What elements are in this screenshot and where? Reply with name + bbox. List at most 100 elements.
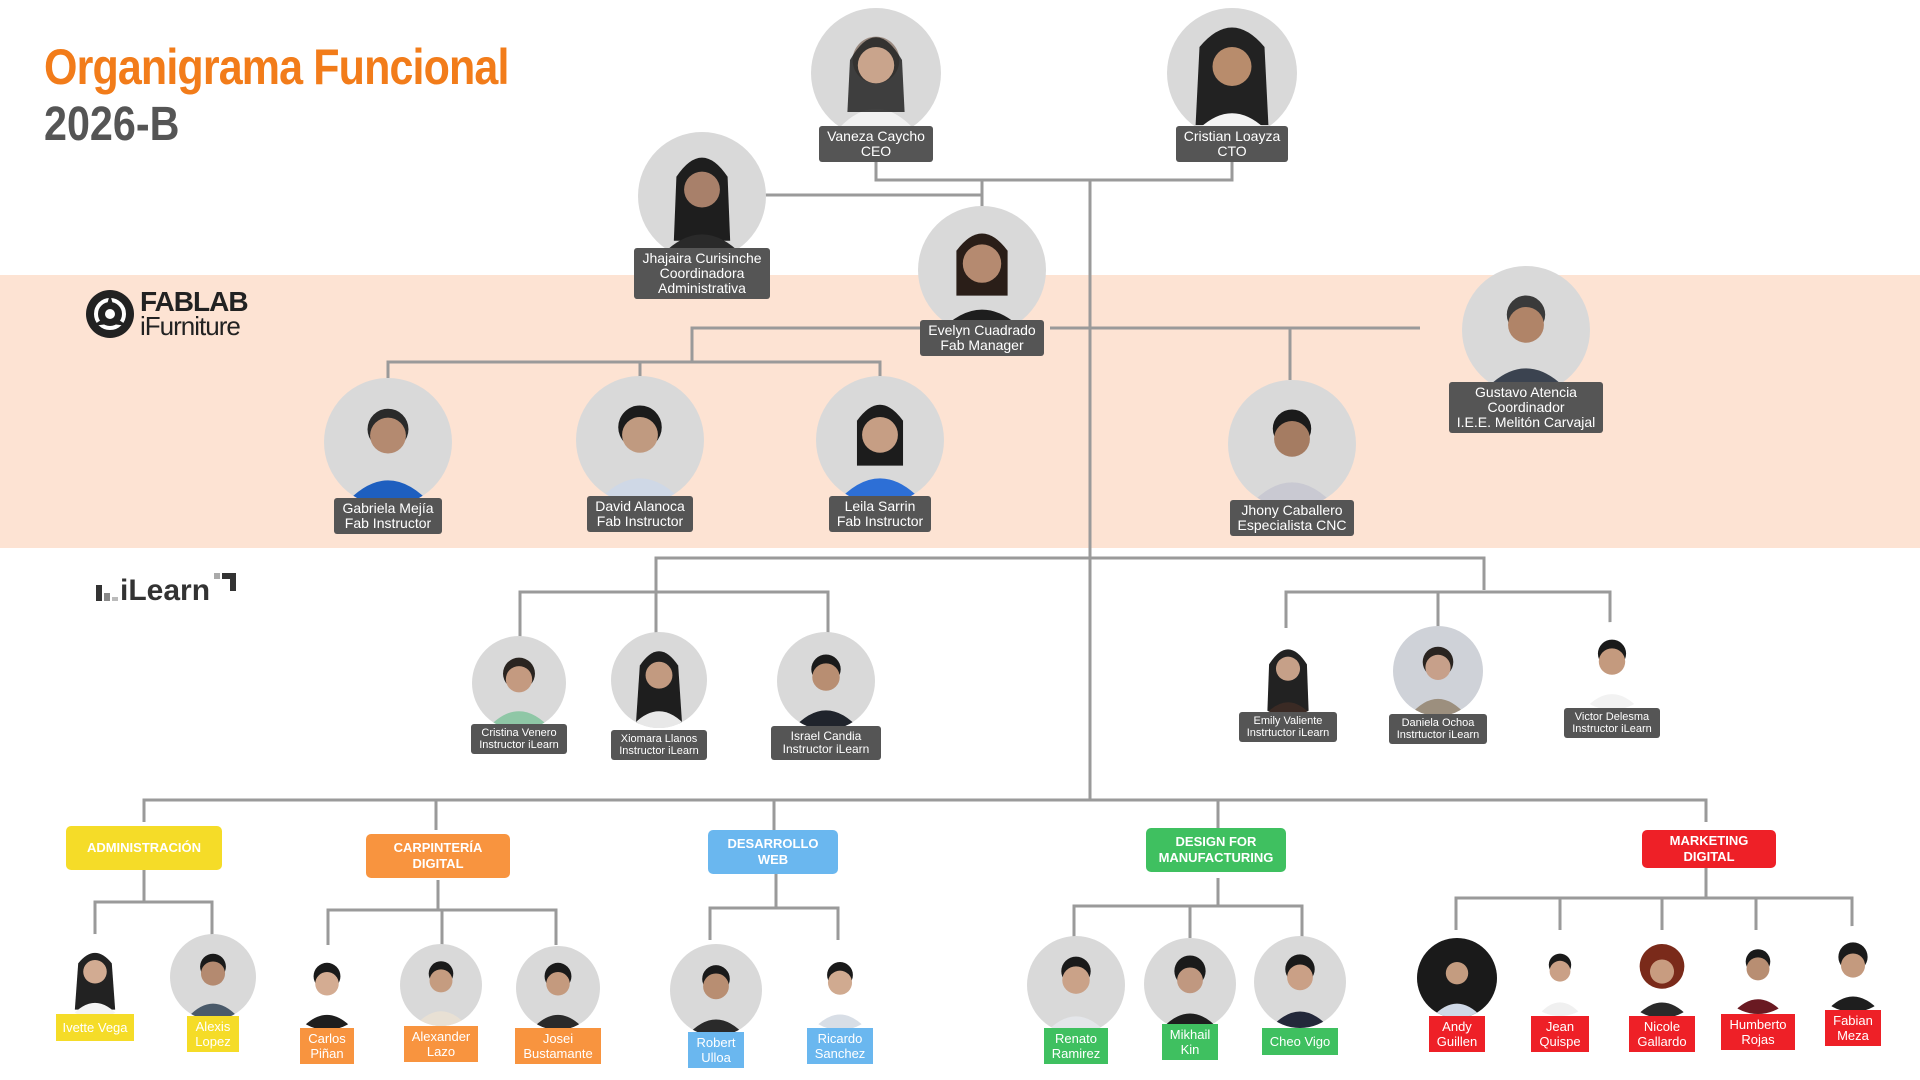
avatar xyxy=(816,376,944,504)
avatar xyxy=(1144,938,1236,1030)
person-card-ilearn-instructor[interactable]: Emily Valiente Instrtuctor iLearn xyxy=(1226,630,1350,742)
person-label: Evelyn Cuadrado Fab Manager xyxy=(920,320,1044,356)
person-label: Xiomara Llanos Instructor iLearn xyxy=(611,730,707,760)
person-card-ilearn-instructor[interactable]: Israel Candia Instructor iLearn xyxy=(758,632,894,760)
avatar xyxy=(324,378,452,506)
member-label: Fabian Meza xyxy=(1825,1010,1881,1046)
member-label: Mikhail Kin xyxy=(1161,1024,1219,1060)
avatar xyxy=(576,376,704,504)
avatar xyxy=(811,8,941,138)
person-card-fab-instructor[interactable]: Gabriela Mejía Fab Instructor xyxy=(314,378,462,534)
member-label: Jean Quispe xyxy=(1531,1016,1589,1052)
avatar xyxy=(400,944,482,1026)
avatar xyxy=(170,934,256,1020)
member-label: Alexis Lopez xyxy=(187,1016,239,1052)
page-title: Organigrama Funcional xyxy=(44,39,509,95)
avatar xyxy=(1417,938,1497,1018)
person-label: Victor Delesma Instructor iLearn xyxy=(1564,708,1660,738)
member-label: Ricardo Sanchez xyxy=(806,1028,874,1064)
member-card[interactable]: Josei Bustamante xyxy=(510,946,606,1064)
avatar xyxy=(53,934,137,1018)
person-card-fab-manager[interactable]: Evelyn Cuadrado Fab Manager xyxy=(912,206,1052,356)
member-label: Alexander Lazo xyxy=(403,1026,479,1062)
person-card-fab-instructor[interactable]: Leila Sarrin Fab Instructor xyxy=(806,376,954,532)
member-card[interactable]: Nicole Gallardo xyxy=(1616,932,1708,1052)
member-card[interactable]: Carlos Piñan xyxy=(282,946,372,1064)
person-label: Gabriela Mejía Fab Instructor xyxy=(334,498,442,534)
person-card-coordinadora[interactable]: Jhajaira Curisinche Coordinadora Adminis… xyxy=(622,132,782,299)
member-label: Renato Ramirez xyxy=(1043,1028,1109,1064)
avatar xyxy=(797,944,883,1030)
avatar xyxy=(670,944,762,1036)
person-card-ilearn-instructor[interactable]: Cristina Venero Instructor iLearn xyxy=(454,636,584,754)
ilearn-logo-text: iLearn xyxy=(120,574,211,607)
member-label: Robert Ulloa xyxy=(688,1032,744,1068)
person-card-ilearn-instructor[interactable]: Xiomara Llanos Instructor iLearn xyxy=(594,632,724,760)
person-label: Cristian Loayza CTO xyxy=(1175,126,1289,162)
ilearn-logo-icon xyxy=(96,585,118,601)
person-label: Gustavo Atencia Coordinador I.E.E. Melit… xyxy=(1448,382,1604,433)
person-card-coordinador[interactable]: Gustavo Atencia Coordinador I.E.E. Melit… xyxy=(1440,266,1612,433)
person-card-especialista-cnc[interactable]: Jhony Caballero Especialista CNC xyxy=(1218,380,1366,536)
avatar xyxy=(516,946,600,1030)
member-card[interactable]: Renato Ramirez xyxy=(1026,936,1126,1064)
member-card[interactable]: Fabian Meza xyxy=(1808,926,1898,1046)
member-label: Carlos Piñan xyxy=(300,1028,354,1064)
person-label: Israel Candia Instructor iLearn xyxy=(770,726,882,760)
person-label: David Alanoca Fab Instructor xyxy=(587,496,693,532)
avatar xyxy=(1520,936,1600,1016)
member-card[interactable]: Jean Quispe xyxy=(1518,936,1602,1052)
dept-marketing-digital[interactable]: MARKETING DIGITAL xyxy=(1642,830,1776,868)
person-label: Jhony Caballero Especialista CNC xyxy=(1229,500,1355,536)
avatar xyxy=(472,636,566,730)
avatar xyxy=(1027,936,1125,1034)
person-card-cto[interactable]: Cristian Loayza CTO xyxy=(1162,8,1302,162)
person-card-ilearn-instructor[interactable]: Daniela Ochoa Instrtuctor iLearn xyxy=(1376,626,1500,744)
avatar xyxy=(611,632,707,728)
member-card[interactable]: Ricardo Sanchez xyxy=(794,944,886,1064)
person-label: Vaneza Caycho CEO xyxy=(819,126,933,162)
avatar xyxy=(1245,630,1331,716)
ilearn-logo: iLearn xyxy=(96,573,237,608)
fablab-logo-line1: FABLAB xyxy=(140,286,249,317)
member-card[interactable]: Humberto Rojas xyxy=(1712,932,1804,1050)
member-label: Andy Guillen xyxy=(1428,1016,1486,1052)
dept-administracion[interactable]: ADMINISTRACIÓN xyxy=(66,826,222,870)
person-card-ilearn-instructor[interactable]: Victor Delesma Instructor iLearn xyxy=(1550,622,1674,738)
avatar xyxy=(1462,266,1590,394)
member-card[interactable]: Alexis Lopez xyxy=(168,934,258,1052)
member-label: Nicole Gallardo xyxy=(1629,1016,1695,1052)
ilearn-logo-corner-icon xyxy=(214,573,237,591)
person-label: Cristina Venero Instructor iLearn xyxy=(471,724,567,754)
avatar xyxy=(638,132,766,260)
fablab-logo-icon xyxy=(86,290,134,338)
member-card[interactable]: Ivette Vega xyxy=(50,934,140,1041)
member-card[interactable]: Alexander Lazo xyxy=(396,944,486,1062)
person-card-ceo[interactable]: Vaneza Caycho CEO xyxy=(806,8,946,162)
fablab-logo: FABLAB iFurniture xyxy=(86,286,249,341)
member-card[interactable]: Robert Ulloa xyxy=(670,944,762,1068)
member-label: Cheo Vigo xyxy=(1261,1028,1339,1055)
avatar xyxy=(1568,622,1656,710)
member-label: Humberto Rojas xyxy=(1721,1014,1795,1050)
avatar xyxy=(1717,932,1799,1014)
page-subtitle: 2026-B xyxy=(44,98,180,151)
avatar xyxy=(1167,8,1297,138)
dept-design-for-manufacturing[interactable]: DESIGN FOR MANUFACTURING xyxy=(1146,828,1286,872)
avatar xyxy=(285,946,369,1030)
avatar xyxy=(1619,932,1705,1018)
person-label: Emily Valiente Instrtuctor iLearn xyxy=(1238,712,1338,742)
fablab-logo-line2: iFurniture xyxy=(140,311,241,341)
dept-carpinteria-digital[interactable]: CARPINTERÍA DIGITAL xyxy=(366,834,510,878)
member-card[interactable]: Andy Guillen xyxy=(1414,938,1500,1052)
avatar xyxy=(1228,380,1356,508)
person-card-fab-instructor[interactable]: David Alanoca Fab Instructor xyxy=(566,376,714,532)
member-card[interactable]: Cheo Vigo xyxy=(1250,936,1350,1055)
member-card[interactable]: Mikhail Kin xyxy=(1144,938,1236,1060)
dept-desarrollo-web[interactable]: DESARROLLO WEB xyxy=(708,830,838,874)
avatar xyxy=(1254,936,1346,1028)
avatar xyxy=(1810,926,1896,1012)
avatar xyxy=(1393,626,1483,716)
member-label: Ivette Vega xyxy=(56,1014,134,1041)
